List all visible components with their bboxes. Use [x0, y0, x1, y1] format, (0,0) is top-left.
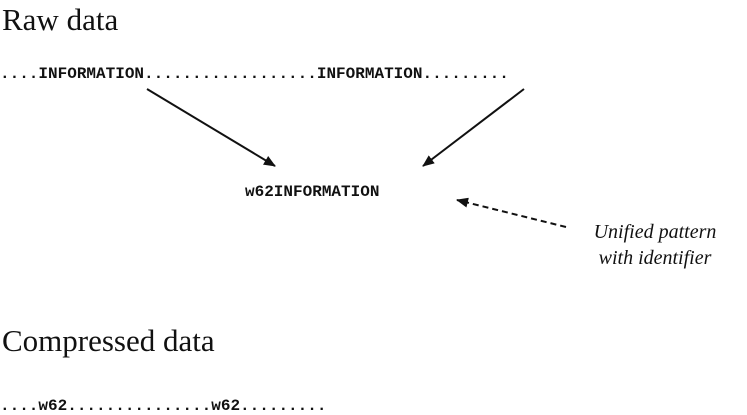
- compressed-data-heading: Compressed data: [2, 323, 215, 358]
- compressed-data-sequence: ....w62...............w62.........: [0, 397, 327, 415]
- right-occurrence-arrow: [422, 88, 525, 167]
- raw-data-heading: Raw data: [2, 2, 119, 37]
- raw-data-sequence: ....INFORMATION..................INFORMA…: [0, 65, 509, 83]
- unified-pattern-annotation: Unified pattern with identifier: [565, 219, 745, 271]
- annotation-dashed-arrow: [456, 197, 567, 228]
- unified-pattern-label: w62INFORMATION: [245, 183, 380, 201]
- left-occurrence-arrow: [146, 88, 276, 167]
- annotation-line-1: Unified pattern: [593, 221, 717, 243]
- annotation-line-2: with identifier: [598, 247, 712, 269]
